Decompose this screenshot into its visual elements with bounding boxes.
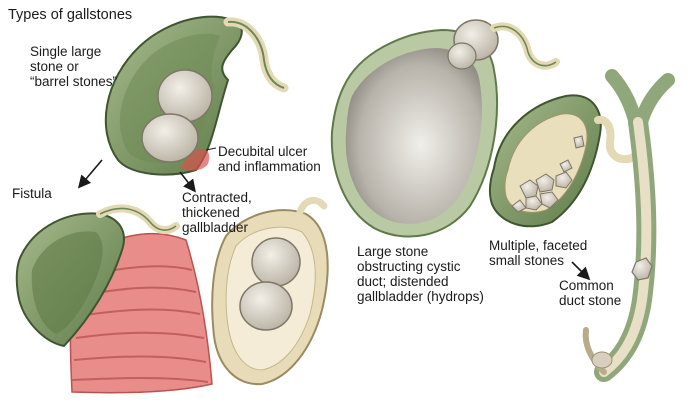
contracted-stone-lower xyxy=(239,281,293,331)
cystic-duct-multi xyxy=(594,115,640,164)
label-multiple-stones: Multiple, faceted small stones xyxy=(489,238,588,268)
single-stone-gallbladder xyxy=(104,15,289,176)
obstructing-stone-2 xyxy=(447,42,477,70)
label-decubital-ulcer: Decubital ulcer and inflammation xyxy=(218,144,321,174)
label-common-duct: Common duct stone xyxy=(559,278,622,308)
label-fistula: Fistula xyxy=(12,186,52,201)
common-duct-stone xyxy=(631,257,653,281)
diagram-title: Types of gallstones xyxy=(8,7,133,23)
hydrops-lumen xyxy=(345,48,482,224)
decubital-pointer xyxy=(205,147,217,151)
multiple-stones-gallbladder xyxy=(488,69,675,382)
hydrops-gallbladder xyxy=(330,19,560,238)
barrel-stone-lower xyxy=(141,113,199,163)
label-contracted: Contracted, thickened gallbladder xyxy=(182,190,252,235)
faceted-stones xyxy=(511,135,585,213)
cystic-duct-hydrops xyxy=(490,22,560,70)
ampulla xyxy=(591,351,613,369)
contracted-stone-upper xyxy=(251,237,301,287)
label-single-large: Single large stone or “barrel stones” xyxy=(30,44,118,89)
ulcer-area xyxy=(180,148,210,171)
arrow-common-duct xyxy=(571,261,591,281)
intestine-folds xyxy=(71,265,209,383)
contracted-gallbladder xyxy=(211,196,329,386)
arrow-to-fistula xyxy=(77,159,103,189)
fistula-illustration xyxy=(15,204,213,394)
cystic-duct-contracted xyxy=(296,196,328,216)
arrow-to-contracted xyxy=(179,171,196,193)
label-hydrops: Large stone obstructing cystic duct; dis… xyxy=(357,244,484,304)
pancreatic-duct xyxy=(582,327,607,375)
